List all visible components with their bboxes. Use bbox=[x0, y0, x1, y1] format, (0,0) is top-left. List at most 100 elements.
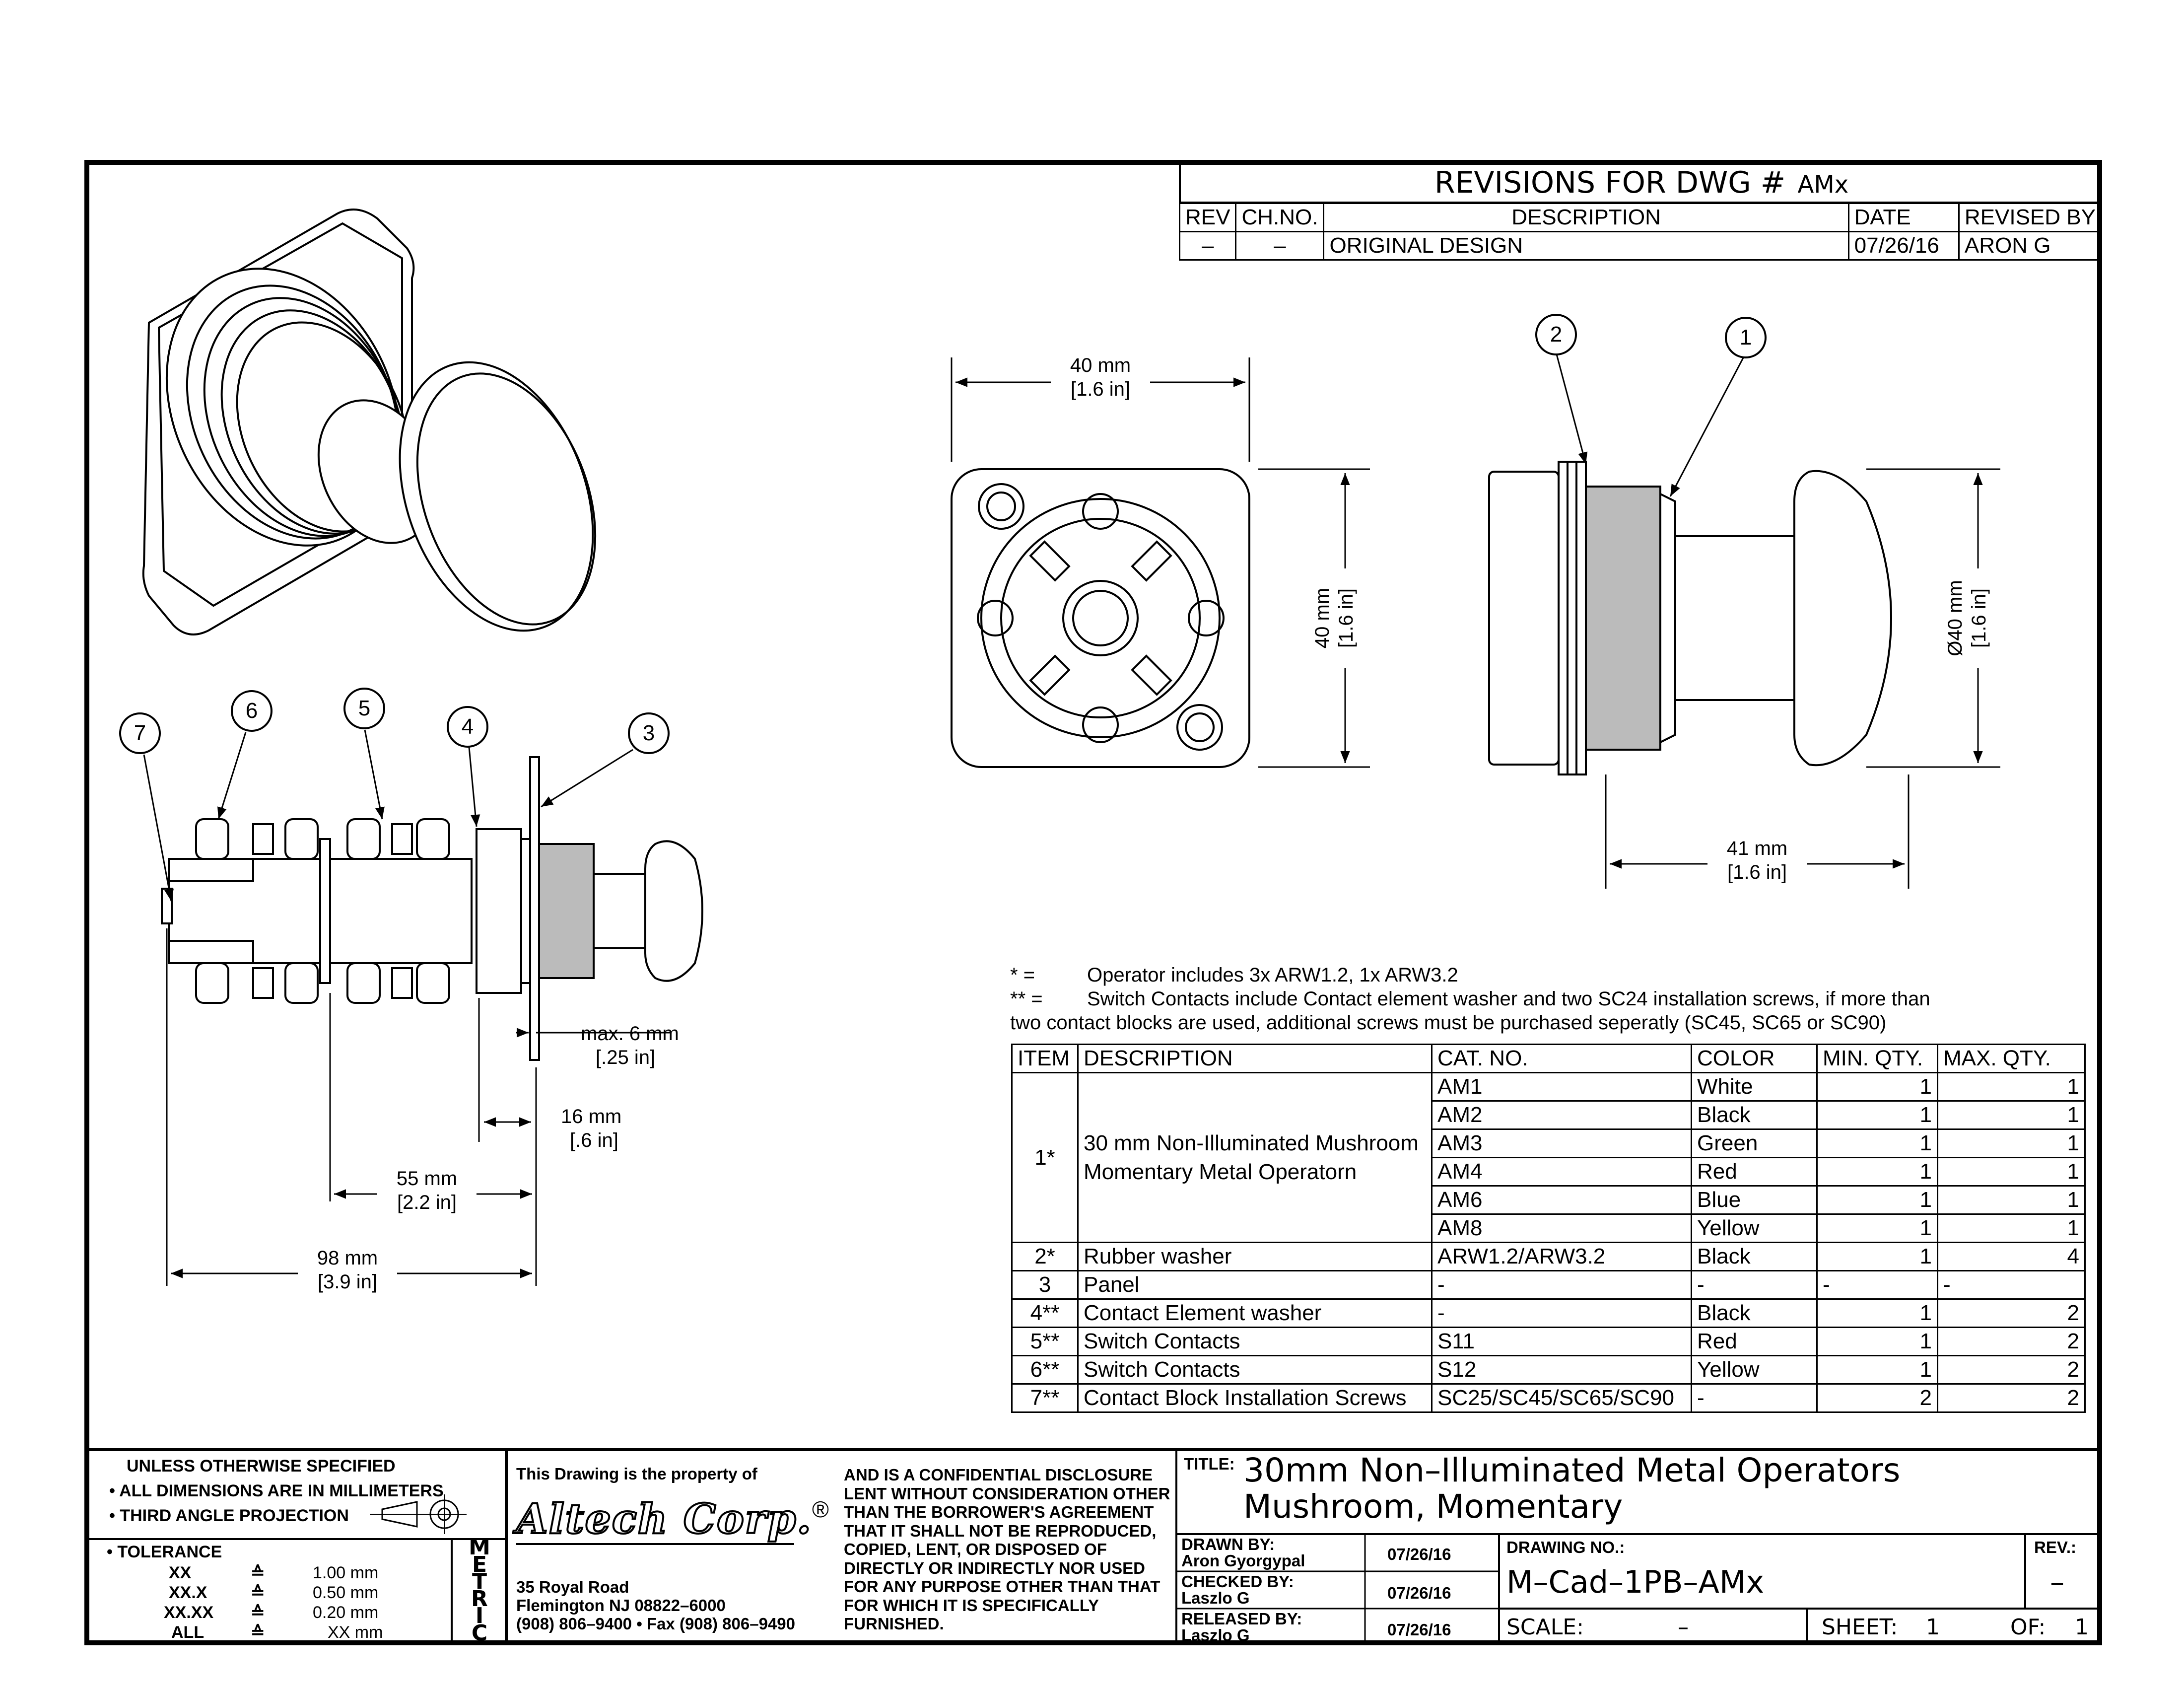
tb-address2: Flemington NJ 08822–6000 bbox=[516, 1596, 726, 1615]
bom-min: 1 bbox=[1816, 1185, 1938, 1215]
bom-max: 1 bbox=[1937, 1100, 2086, 1130]
bom-item1-description: 30 mm Non-Illuminated Mushroom Momentary… bbox=[1077, 1072, 1433, 1243]
tb-of-label: OF: bbox=[2010, 1615, 2046, 1640]
bom-cat: - bbox=[1431, 1298, 1692, 1328]
revised-by-cell: ARON G bbox=[1958, 231, 2103, 261]
title-block-lines bbox=[84, 1448, 2102, 1645]
bom-min: 2 bbox=[1816, 1383, 1938, 1413]
bom-max: 1 bbox=[1937, 1072, 2086, 1102]
rev-header: REV bbox=[1178, 203, 1237, 232]
dim-16: 16 mm [.6 in] bbox=[561, 1106, 622, 1151]
revised-by-header: REVISED BY bbox=[1958, 203, 2103, 232]
bom-cat: SC25/SC45/SC65/SC90 bbox=[1431, 1383, 1692, 1413]
bom-max: 4 bbox=[1937, 1242, 2086, 1271]
bom-cat: - bbox=[1431, 1270, 1692, 1300]
bom-max: 1 bbox=[1937, 1157, 2086, 1187]
bom-header-min: MIN. QTY. bbox=[1816, 1044, 1938, 1073]
side-view bbox=[1488, 352, 2000, 889]
date-cell: 07/26/16 bbox=[1847, 231, 1960, 261]
dim-panel-max: max. 6 mm [.25 in] bbox=[581, 1023, 679, 1068]
bom-header-description: DESCRIPTION bbox=[1077, 1044, 1433, 1073]
balloon-3: 3 bbox=[628, 712, 670, 754]
bom-item: 7** bbox=[1011, 1383, 1079, 1413]
revisions-block: REVISIONS FOR DWG # AMx REV CH.NO. DESCR… bbox=[1178, 162, 2103, 261]
bom-header-max: MAX. QTY. bbox=[1937, 1044, 2086, 1073]
bom-header-row: ITEM DESCRIPTION CAT. NO. COLOR MIN. QTY… bbox=[1011, 1044, 2086, 1073]
bom-item: 3 bbox=[1011, 1270, 1079, 1300]
bom-color: Black bbox=[1691, 1100, 1818, 1130]
bom-color: Yellow bbox=[1691, 1355, 1818, 1385]
tb-rev-label: REV.: bbox=[2034, 1538, 2076, 1556]
bom-color: Black bbox=[1691, 1242, 1818, 1271]
bom-max: 1 bbox=[1937, 1213, 2086, 1243]
tol-row: ALL ≙ XX mm bbox=[171, 1623, 383, 1642]
drawing-title-line2: Mushroom, Momentary bbox=[1243, 1487, 1623, 1526]
tb-sheet-label: SHEET: bbox=[1822, 1615, 1898, 1640]
bom-min: - bbox=[1816, 1270, 1938, 1300]
table-row: 6** Switch Contacts S12 Yellow 1 2 bbox=[1011, 1355, 2086, 1385]
bom-min: 1 bbox=[1816, 1100, 1938, 1130]
bom-header-item: ITEM bbox=[1011, 1044, 1079, 1073]
bom-item: 4** bbox=[1011, 1298, 1079, 1328]
balloon-7: 7 bbox=[119, 712, 161, 754]
dim-front-width: 40 mm [1.6 in] bbox=[1051, 353, 1150, 401]
bom-color: Black bbox=[1691, 1298, 1818, 1328]
tb-tolerance: • TOLERANCE bbox=[107, 1543, 222, 1561]
bom-cat: AM4 bbox=[1431, 1157, 1692, 1187]
drawing-number: M–Cad–1PB–AMx bbox=[1506, 1564, 1765, 1600]
bom-item: 5** bbox=[1011, 1327, 1079, 1356]
drawing-border bbox=[84, 160, 2102, 1645]
bom-item: 2* bbox=[1011, 1242, 1079, 1271]
bom-color: - bbox=[1691, 1270, 1818, 1300]
tolerance-table: XX ≙ 1.00 mm XX.X ≙ 0.50 mm XX.XX ≙ 0.20… bbox=[164, 1563, 402, 1642]
bom-description: Contact Block Installation Screws bbox=[1077, 1383, 1433, 1413]
bom-description: Switch Contacts bbox=[1077, 1327, 1433, 1356]
bom-cat: ARW1.2/ARW3.2 bbox=[1431, 1242, 1692, 1271]
tb-checked-date: 07/26/16 bbox=[1387, 1584, 1451, 1602]
bom-description: Switch Contacts bbox=[1077, 1355, 1433, 1385]
bom-max: 1 bbox=[1937, 1185, 2086, 1215]
bom-min: 1 bbox=[1816, 1072, 1938, 1102]
tb-released-name: Laszlo G bbox=[1181, 1626, 1250, 1644]
front-view bbox=[951, 357, 1370, 768]
dim-side-diameter: Ø40 mm [1.6 in] bbox=[1943, 568, 1991, 668]
bom-min: 1 bbox=[1816, 1298, 1938, 1328]
description-cell: ORIGINAL DESIGN bbox=[1323, 231, 1849, 261]
bom-color: Red bbox=[1691, 1157, 1818, 1187]
note-2-text: Switch Contacts include Contact element … bbox=[1087, 988, 1930, 1010]
table-row: AM8 Yellow 1 1 bbox=[1012, 1213, 2086, 1243]
tb-rev-value: – bbox=[2050, 1565, 2064, 1599]
bom-min: 1 bbox=[1816, 1242, 1938, 1271]
note-2-continued: two contact blocks are used, additional … bbox=[1010, 1012, 1887, 1034]
rev-cell: – bbox=[1178, 231, 1237, 261]
tb-drawing-no-label: DRAWING NO.: bbox=[1506, 1538, 1625, 1556]
tb-of-value: 1 bbox=[2075, 1615, 2089, 1640]
revisions-dwg: AMx bbox=[1797, 171, 1849, 199]
bom-color: - bbox=[1691, 1383, 1818, 1413]
date-header: DATE bbox=[1847, 203, 1960, 232]
description-header: DESCRIPTION bbox=[1323, 203, 1849, 232]
tb-unless: UNLESS OTHERWISE SPECIFIED bbox=[127, 1457, 396, 1476]
table-row: 7** Contact Block Installation Screws SC… bbox=[1011, 1383, 2086, 1413]
bom-max: 1 bbox=[1937, 1128, 2086, 1158]
tb-sheet-value: 1 bbox=[1926, 1615, 1940, 1640]
metric-vertical: M E T R I C bbox=[469, 1535, 490, 1646]
chno-header: CH.NO. bbox=[1235, 203, 1325, 232]
balloon-1: 1 bbox=[1725, 317, 1767, 358]
tol-row: XX ≙ 1.00 mm bbox=[169, 1563, 379, 1582]
note-1-mark: * = bbox=[1010, 964, 1035, 986]
dim-98: 98 mm [3.9 in] bbox=[298, 1246, 397, 1294]
bom-min: 1 bbox=[1816, 1327, 1938, 1356]
table-row: AM6 Blue 1 1 bbox=[1012, 1185, 2086, 1215]
bom-color: White bbox=[1691, 1072, 1818, 1102]
tb-drawn-name: Aron Gyorgypal bbox=[1181, 1551, 1305, 1570]
bom-color: Blue bbox=[1691, 1185, 1818, 1215]
bom-cat: S11 bbox=[1431, 1327, 1692, 1356]
exploded-view bbox=[143, 729, 703, 1286]
balloon-6: 6 bbox=[231, 690, 273, 732]
bom-max: - bbox=[1937, 1270, 2086, 1300]
tb-projection: • THIRD ANGLE PROJECTION bbox=[109, 1506, 349, 1525]
bom-max: 2 bbox=[1937, 1327, 2086, 1356]
bom-min: 1 bbox=[1816, 1355, 1938, 1385]
